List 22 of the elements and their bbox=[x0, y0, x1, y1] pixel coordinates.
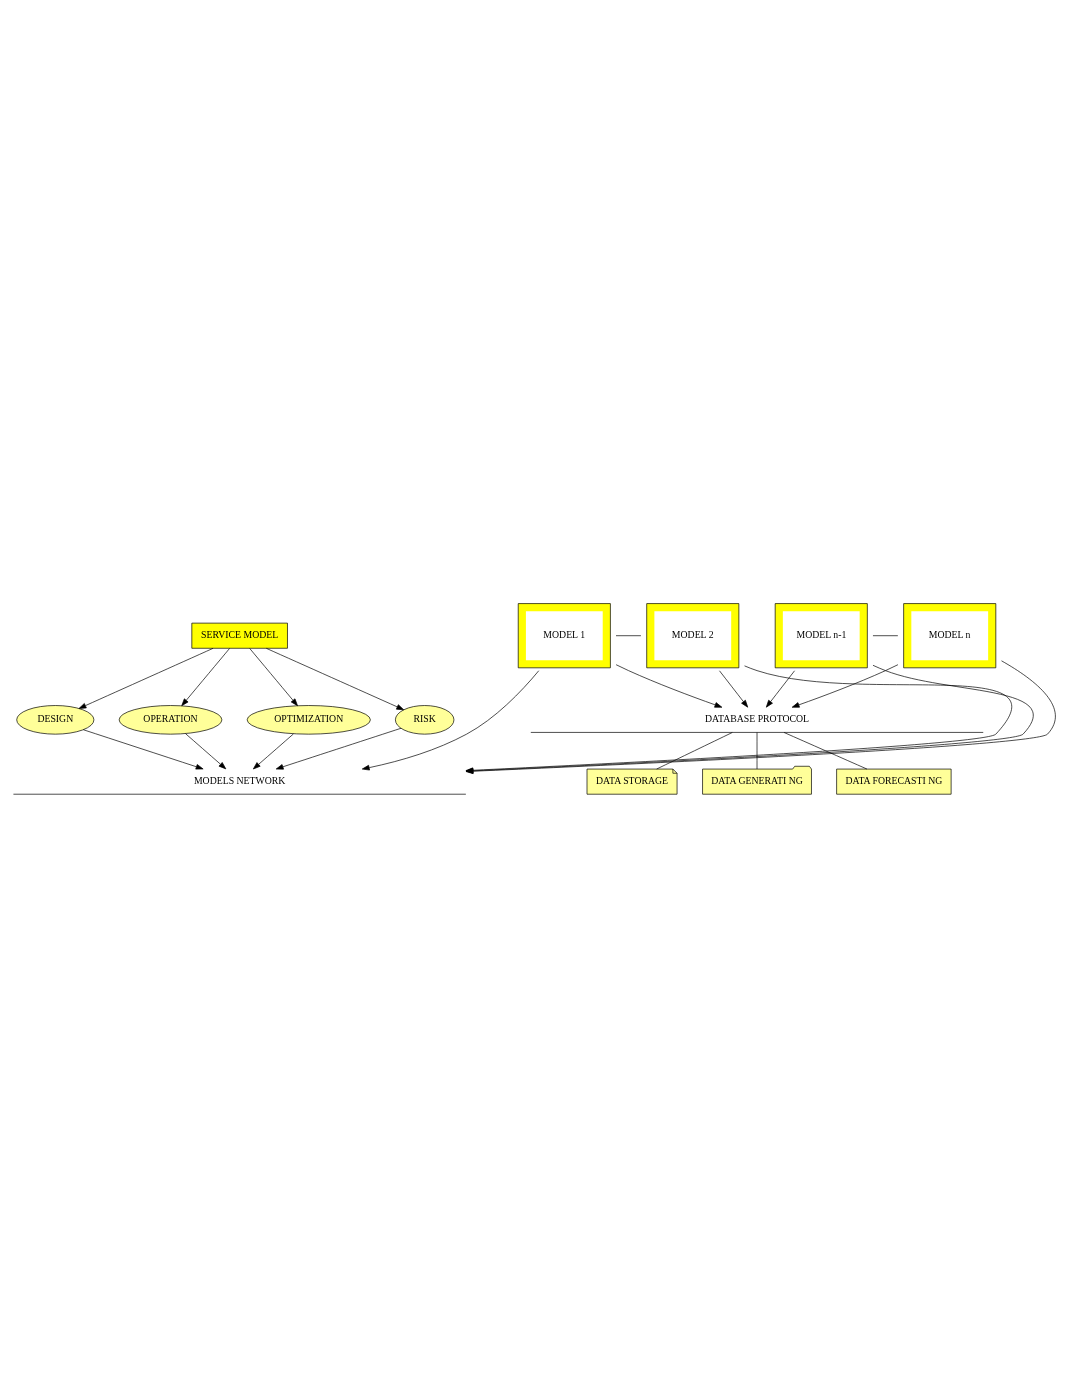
arrow bbox=[82, 728, 204, 769]
node-text: DATABASE PROTOCOL bbox=[705, 712, 810, 724]
arrow bbox=[266, 647, 405, 710]
node-box: DATA FORECASTI NG bbox=[836, 768, 952, 795]
connector bbox=[656, 731, 733, 769]
arrow bbox=[615, 663, 723, 708]
node-ellipse: OPERATION bbox=[118, 704, 223, 734]
arrow bbox=[719, 669, 749, 708]
node-text: MODELS NETWORK bbox=[193, 774, 286, 786]
node-ellipse: OPTIMIZATION bbox=[246, 704, 371, 734]
arrow bbox=[765, 669, 795, 708]
arrow bbox=[185, 732, 227, 769]
node-box: SERVICE MODEL bbox=[191, 622, 288, 649]
arrow bbox=[78, 647, 214, 709]
arrow bbox=[252, 733, 294, 769]
arrow bbox=[361, 669, 540, 770]
arrow bbox=[181, 647, 230, 706]
arrow bbox=[275, 727, 402, 769]
connector bbox=[783, 731, 868, 769]
connector bbox=[756, 731, 758, 769]
arrow bbox=[791, 663, 899, 708]
arrow bbox=[249, 647, 298, 706]
